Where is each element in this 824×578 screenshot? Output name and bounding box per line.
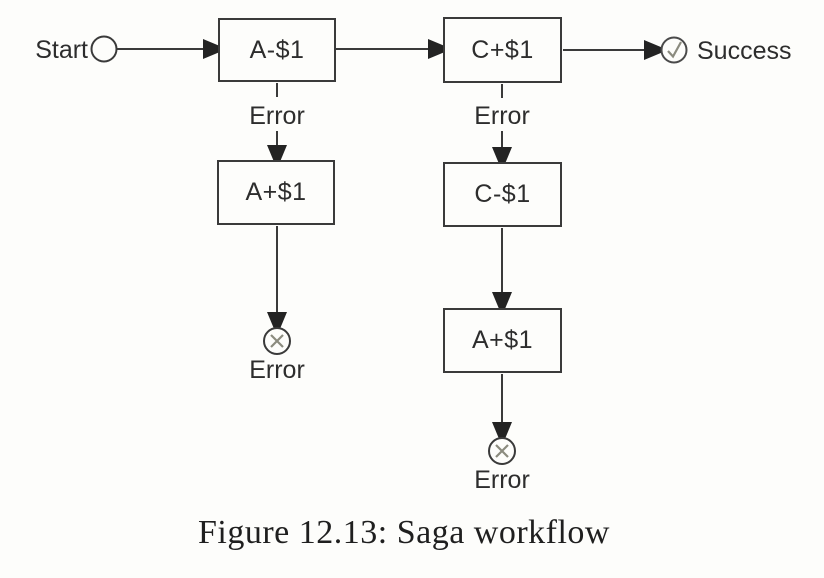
- step-label: A+$1: [471, 326, 534, 354]
- step-label: A+$1: [245, 178, 307, 206]
- start-label: Start: [35, 36, 88, 64]
- step-label: C-$1: [474, 180, 531, 208]
- figure-caption: Figure 12.13: Saga workflow: [197, 514, 610, 551]
- step-label: A-$1: [249, 35, 305, 64]
- error-event-label-left: Error: [249, 102, 305, 130]
- step-box-credit-c: C+$1: [443, 17, 562, 83]
- error-terminal-label-left: Error: [249, 356, 305, 384]
- error-x-icon-left: [263, 327, 291, 355]
- error-x-icon-right: [488, 437, 516, 465]
- success-label: Success: [697, 37, 792, 65]
- step-box-debit-a: A-$1: [218, 18, 336, 82]
- step-label: C+$1: [471, 35, 534, 64]
- step-box-compensate-c: C-$1: [443, 162, 562, 227]
- error-event-label-right: Error: [474, 102, 530, 130]
- start-circle-icon: [90, 35, 118, 63]
- success-check-icon: [660, 36, 688, 64]
- step-box-compensate-a2: A+$1: [443, 308, 562, 373]
- step-box-compensate-a: A+$1: [217, 160, 335, 225]
- error-terminal-label-right: Error: [474, 466, 530, 494]
